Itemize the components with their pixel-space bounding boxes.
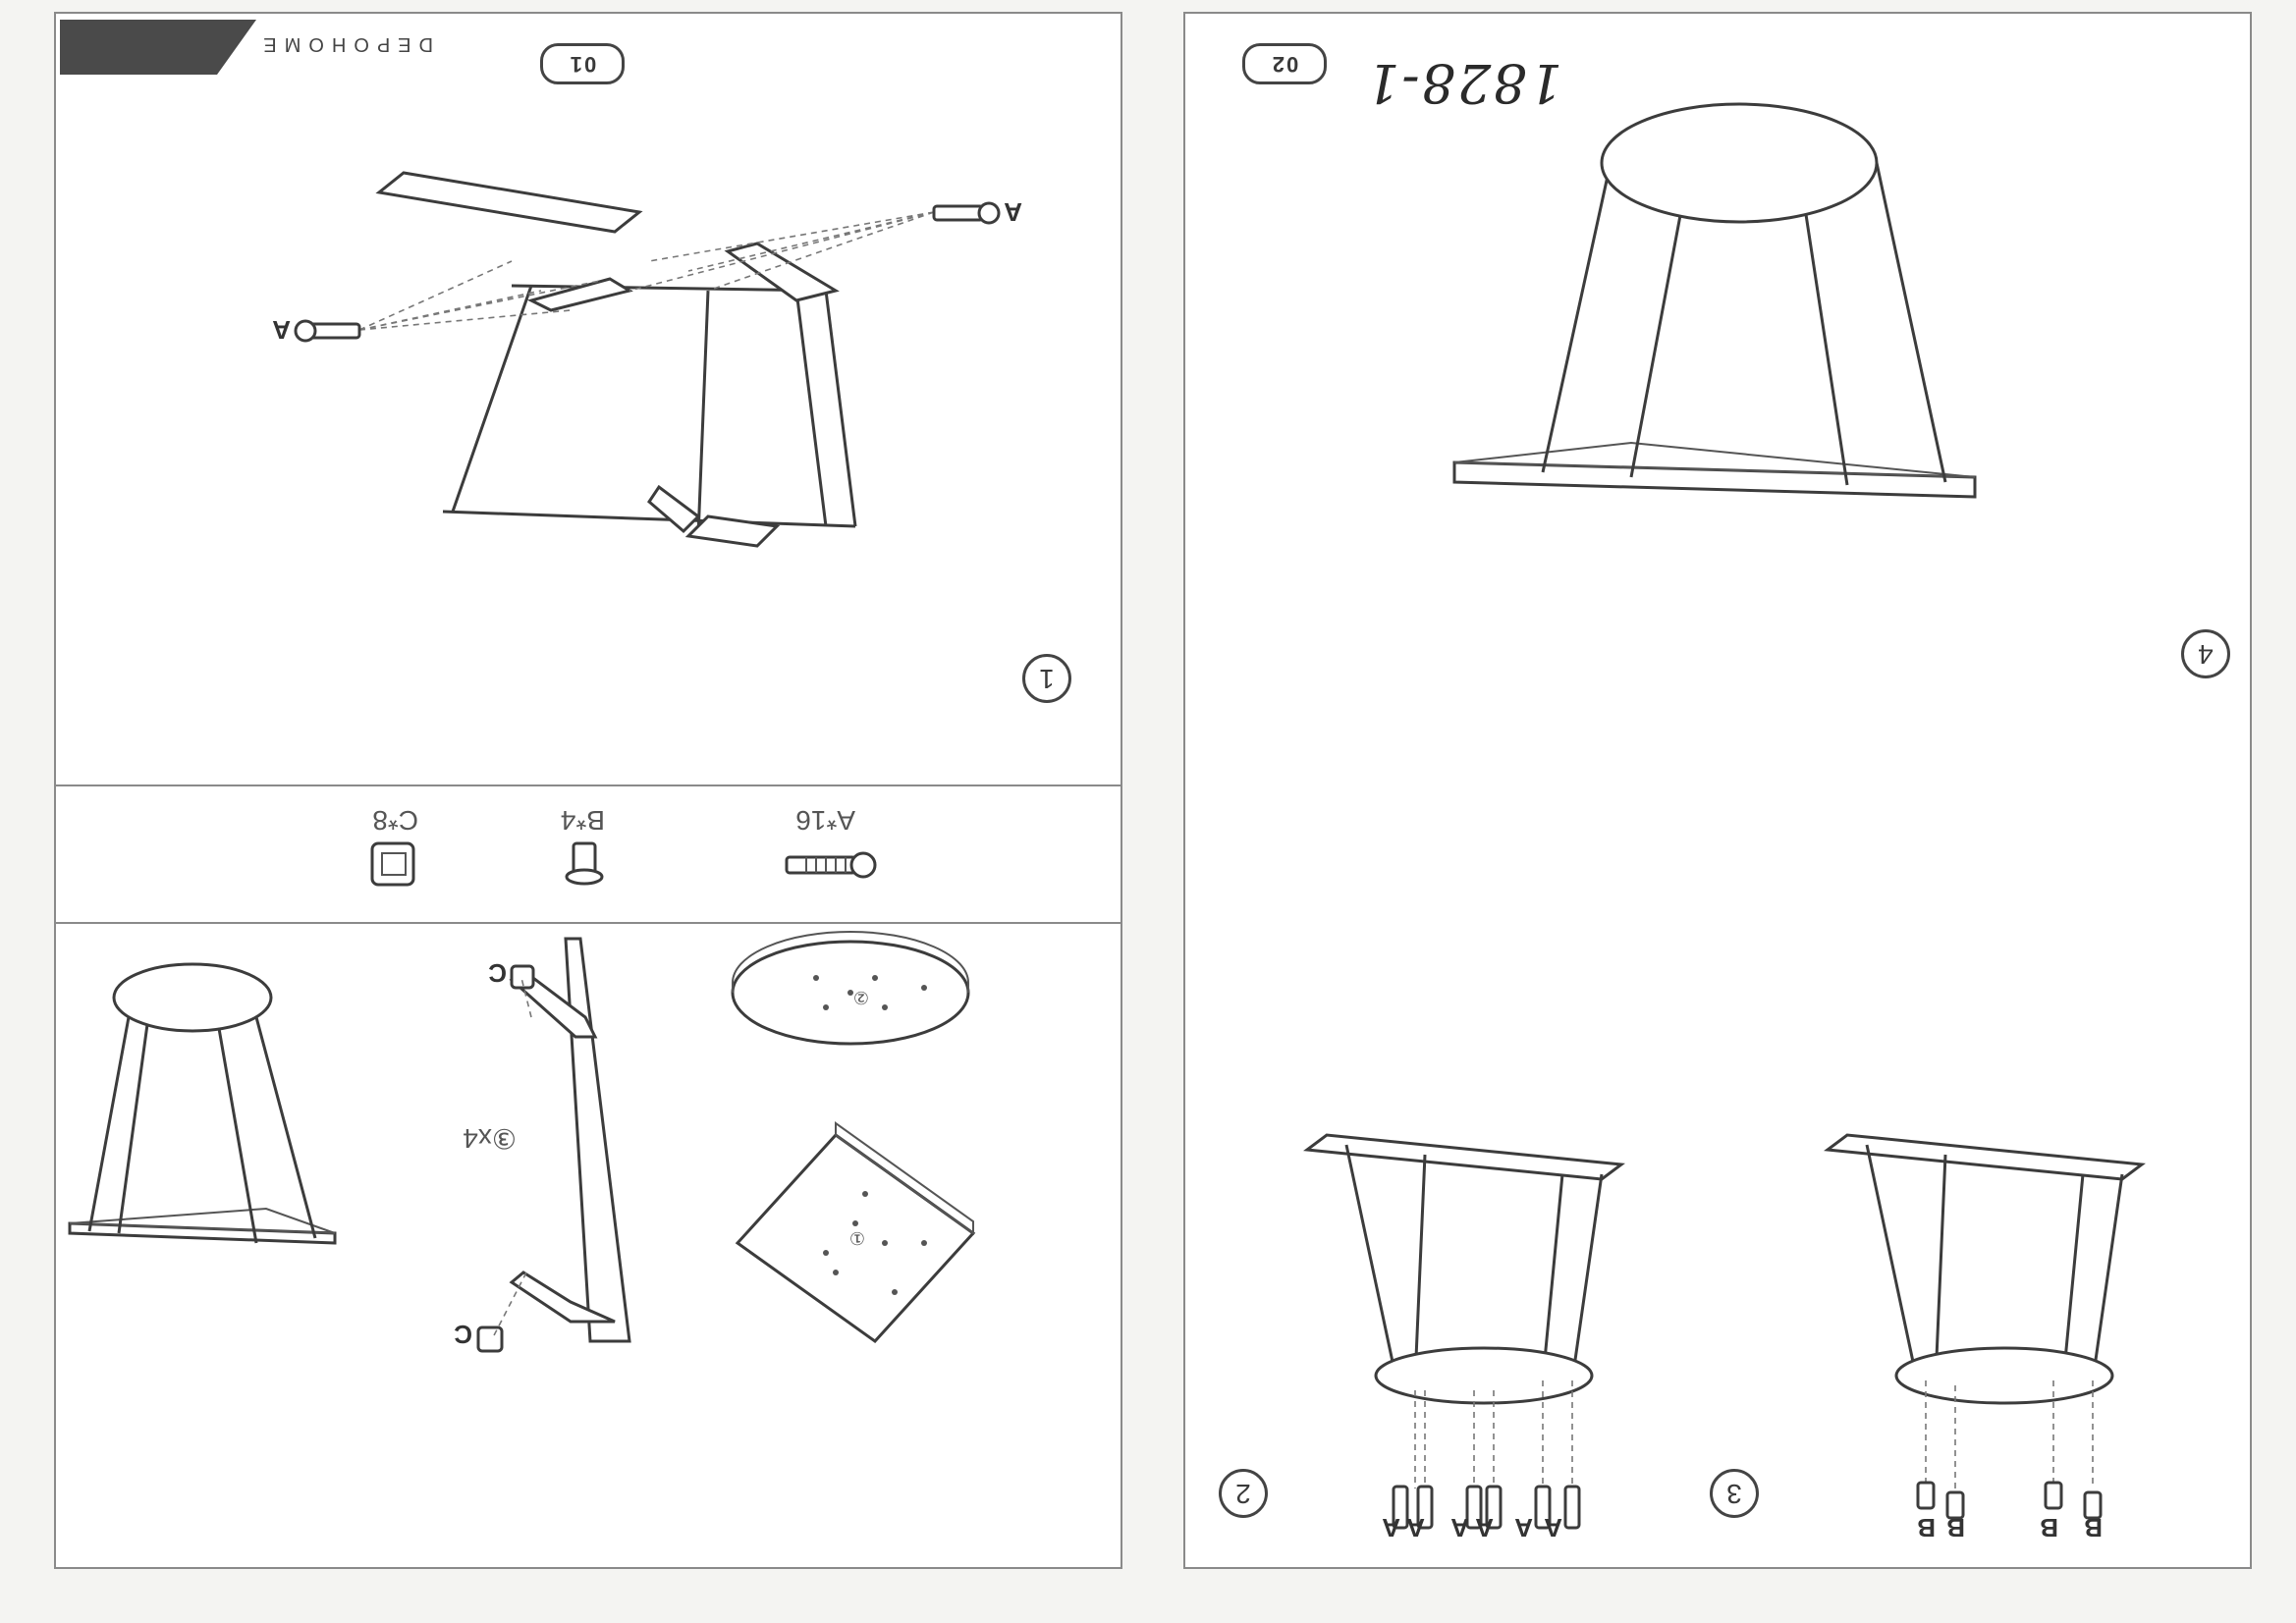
step-2-callout-2: A	[1514, 1513, 1533, 1542]
step-2-callout-4: A	[1450, 1513, 1469, 1542]
assembled-table-preview	[68, 962, 337, 1245]
connector-label: C*8	[372, 805, 418, 836]
top-board-part	[735, 1121, 976, 1343]
connector-clips	[476, 964, 535, 1353]
parts-strip-drawing	[370, 841, 877, 887]
inverted-table-frame	[375, 171, 857, 548]
step-2-drawing	[1303, 1133, 1625, 1530]
step-2-callout-6: A	[1382, 1513, 1400, 1542]
brand-block	[60, 20, 256, 75]
clip-label-top: C	[454, 1320, 472, 1349]
step-3-callout-3: B	[1946, 1513, 1965, 1542]
brand-name: DEPOHOME	[255, 33, 433, 55]
step-4-drawing	[1452, 102, 1977, 499]
round-shelf-marker: ②	[852, 988, 869, 1007]
page-number-01: 01	[540, 43, 625, 84]
step-2-screws	[1392, 1485, 1581, 1530]
foot-icon	[565, 841, 604, 886]
step-1-screw-right	[294, 319, 361, 343]
step-1-screw-lines	[358, 211, 935, 331]
step-3-callout-4: B	[1917, 1513, 1936, 1542]
screw-icon	[785, 851, 877, 879]
top-board-marker: ①	[848, 1228, 865, 1248]
parts-overview-drawing	[68, 931, 976, 1353]
step-2-callout-5: A	[1406, 1513, 1425, 1542]
step-3-number: 3	[1710, 1469, 1759, 1518]
page-02: 2 A A A A A A 3	[1183, 12, 2252, 1569]
page-01: ③x4 C C ① ② A*16 B*4 C*8 1	[54, 12, 1122, 1569]
connector-icon	[370, 841, 415, 887]
foot-label: B*4	[560, 805, 605, 836]
round-shelf-part	[731, 931, 970, 1046]
step-3-feet	[1916, 1481, 2103, 1520]
model-code: 1828-1	[1363, 52, 1562, 114]
step-1-callout-a-left: A	[1004, 197, 1022, 227]
step-1-screw-left	[932, 201, 1001, 225]
step-1-callout-a-right: A	[272, 315, 291, 345]
step-4-number: 4	[2181, 629, 2230, 678]
leg-count-label: ③x4	[463, 1123, 517, 1154]
step-2-callout-1: A	[1544, 1513, 1562, 1542]
step-3-callout-2: B	[2040, 1513, 2058, 1542]
step-2-callout-3: A	[1475, 1513, 1494, 1542]
step-3-drawing	[1824, 1133, 2146, 1520]
step-1-drawing	[294, 171, 1001, 548]
leg-part	[509, 937, 631, 1343]
step-3-callout-1: B	[2084, 1513, 2103, 1542]
clip-label-bottom: C	[488, 958, 507, 988]
page-number-02: 02	[1242, 43, 1327, 84]
screw-label: A*16	[795, 805, 855, 836]
